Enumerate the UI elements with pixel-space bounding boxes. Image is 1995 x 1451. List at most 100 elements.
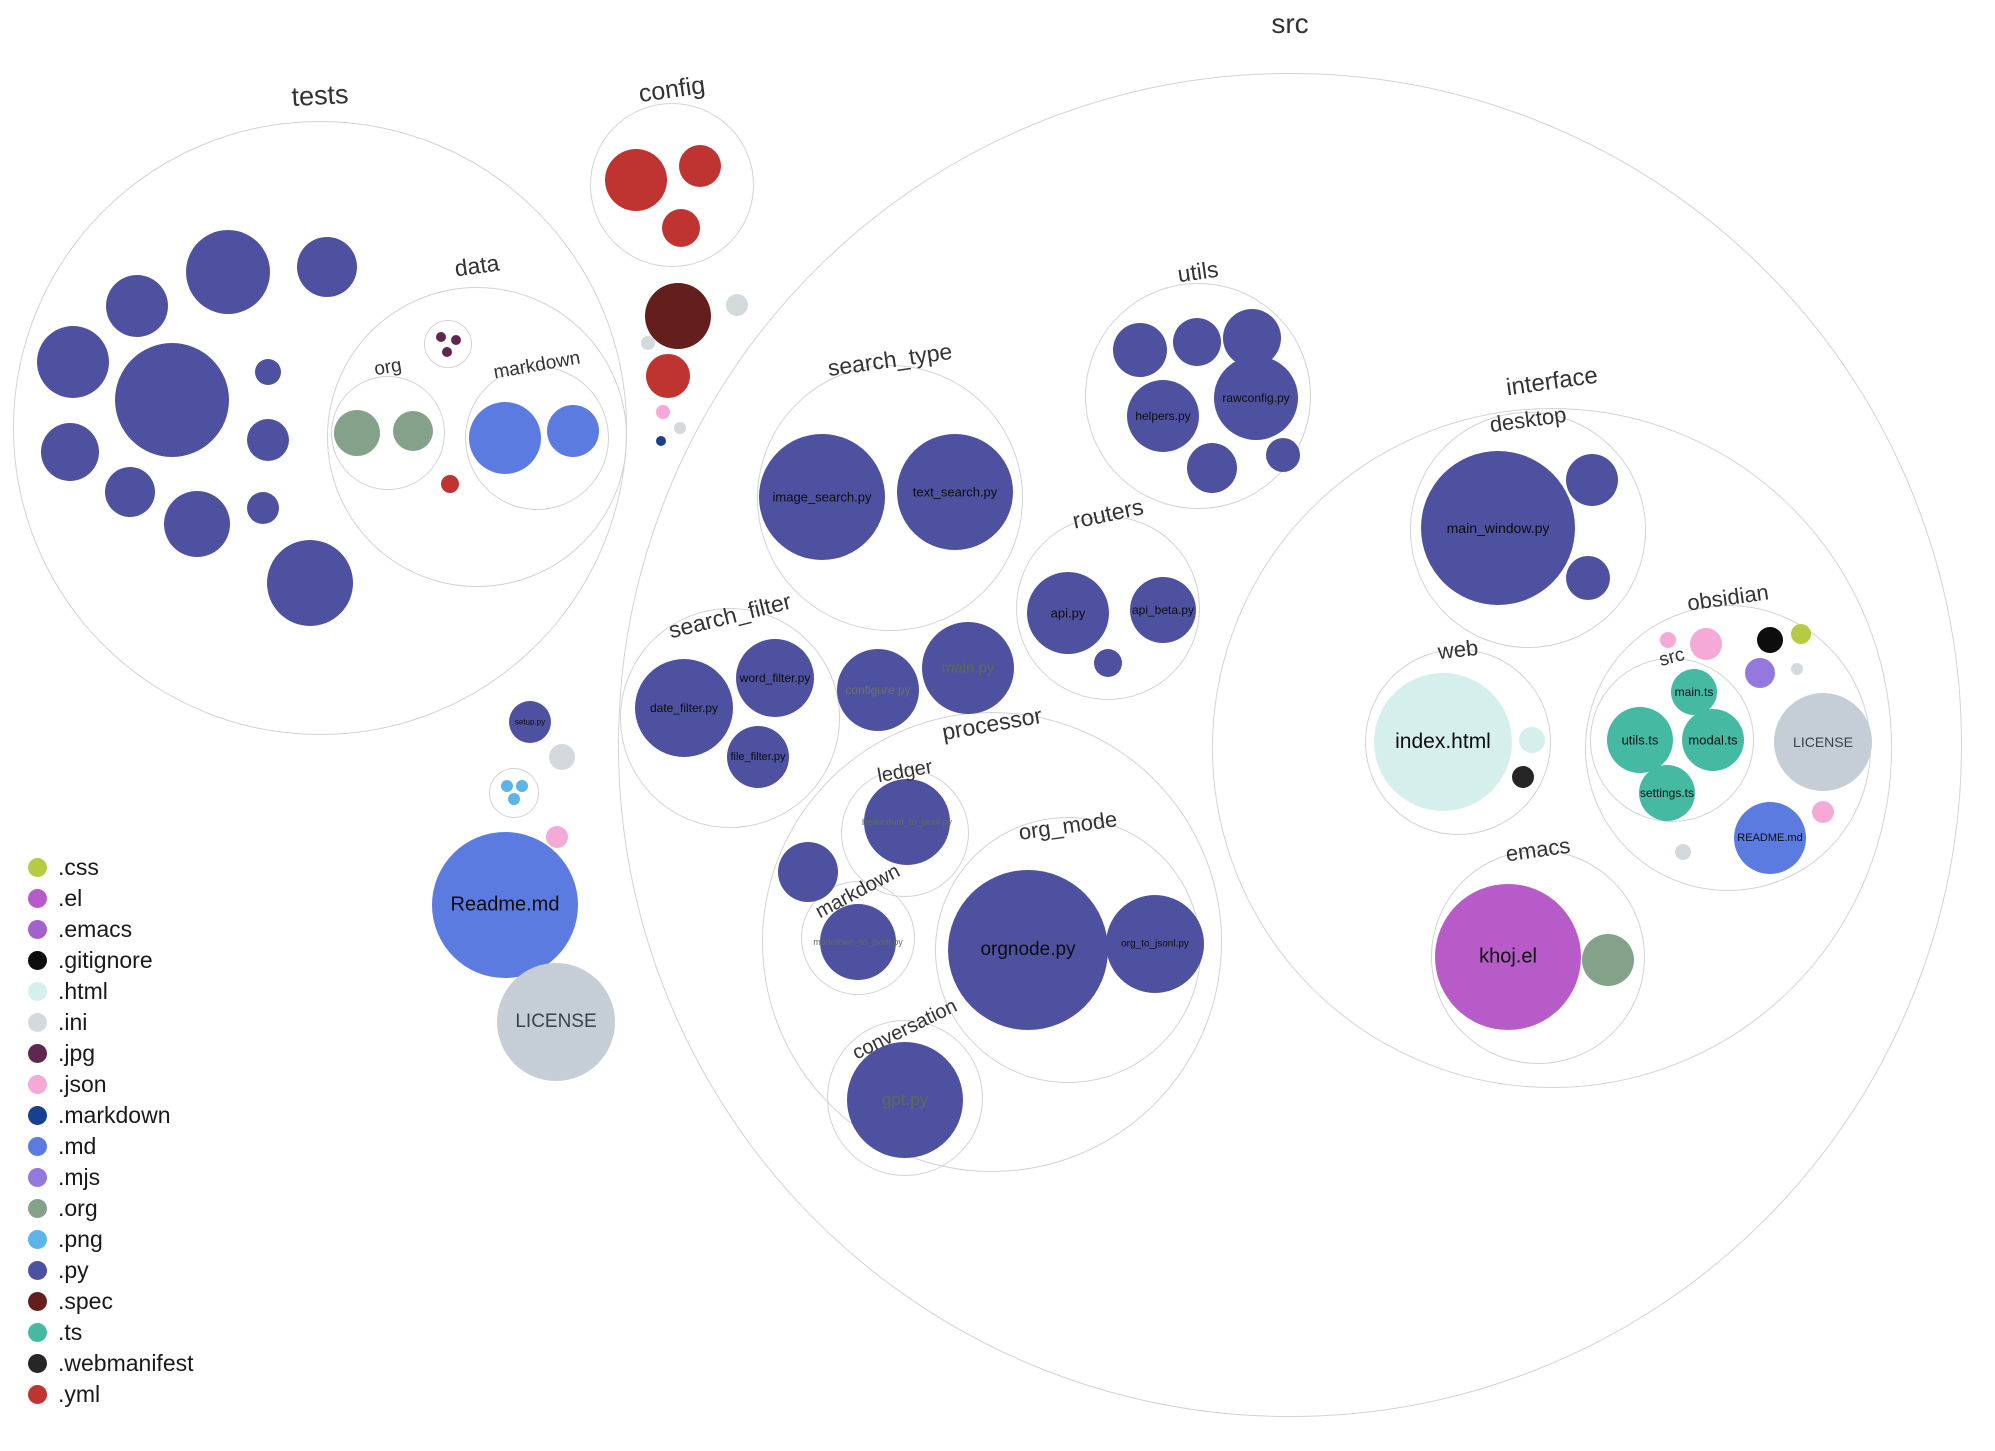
folder-circle-processor[interactable] — [762, 712, 1222, 1172]
file-circle-tests-py-6[interactable] — [255, 359, 281, 385]
file-circle-tests-py-5[interactable] — [115, 343, 229, 457]
file-circle-api_beta.py[interactable] — [1130, 577, 1196, 643]
file-circle-image_search.py[interactable] — [759, 434, 885, 560]
file-circle-emacs-org-1[interactable] — [1582, 934, 1634, 986]
file-circle-root-ini-3[interactable] — [674, 422, 686, 434]
file-circle-gpt.py[interactable] — [847, 1042, 963, 1158]
folder-circle-org[interactable] — [331, 376, 445, 490]
file-circle-tests-py-2[interactable] — [106, 275, 168, 337]
file-circle-org_to_jsonl.py[interactable] — [1106, 895, 1204, 993]
folder-circle-src-obsidian[interactable] — [1590, 658, 1754, 822]
file-circle-configure.py[interactable] — [837, 649, 919, 731]
file-circle-modal.ts[interactable] — [1682, 709, 1744, 771]
folder-circle-markdown-processor[interactable] — [801, 881, 915, 995]
folder-circle-search_type[interactable] — [757, 365, 1023, 631]
file-circle-tests-py-10[interactable] — [164, 491, 230, 557]
file-circle-markdown_to_jsonl.py[interactable] — [820, 904, 896, 980]
file-circle-tests-py-1[interactable] — [186, 230, 270, 314]
file-circle-root-spec[interactable] — [645, 283, 711, 349]
file-circle-config-yml-3[interactable] — [662, 209, 700, 247]
file-circle-obsidian-json-1[interactable] — [1690, 628, 1722, 660]
file-circle-helpers.py[interactable] — [1127, 380, 1199, 452]
file-circle-data-md-2[interactable] — [547, 405, 599, 457]
file-circle-orgnode.py[interactable] — [948, 870, 1108, 1030]
file-circle-khoj.el[interactable] — [1435, 884, 1581, 1030]
file-circle-utils.ts[interactable] — [1607, 707, 1673, 773]
file-circle-config-yml-2[interactable] — [679, 145, 721, 187]
file-circle-LICENSE[interactable] — [497, 963, 615, 1081]
file-circle-utils-py-5[interactable] — [1266, 438, 1300, 472]
file-circle-root-yml[interactable] — [646, 354, 690, 398]
folder-circle-ledger[interactable] — [841, 769, 969, 897]
folder-circle-desktop[interactable] — [1410, 412, 1646, 648]
file-circle-root-png-2[interactable] — [516, 780, 528, 792]
file-circle-main.py[interactable] — [922, 622, 1014, 714]
file-circle-README.md[interactable] — [1734, 802, 1806, 874]
file-circle-index.html[interactable] — [1374, 673, 1512, 811]
file-circle-text_search.py[interactable] — [897, 434, 1013, 550]
file-circle-data-org-2[interactable] — [393, 411, 433, 451]
file-circle-setup.py[interactable] — [509, 701, 551, 743]
file-circle-utils-py-4[interactable] — [1187, 443, 1237, 493]
file-circle-data-jpg-2[interactable] — [451, 335, 461, 345]
file-circle-obsidian-mjs[interactable] — [1745, 658, 1775, 688]
file-circle-obsidian-json-2[interactable] — [1660, 632, 1676, 648]
folder-circle-src[interactable] — [618, 73, 1962, 1417]
file-circle-processor-py-1[interactable] — [778, 842, 838, 902]
file-circle-obsidian-css[interactable] — [1791, 624, 1811, 644]
file-circle-root-png-3[interactable] — [508, 793, 520, 805]
file-circle-root-png-1[interactable] — [501, 780, 513, 792]
file-circle-word_filter.py[interactable] — [736, 639, 814, 717]
file-circle-data-jpg-3[interactable] — [442, 347, 452, 357]
file-circle-tests-py-12[interactable] — [267, 540, 353, 626]
file-circle-obsidian-json-3[interactable] — [1812, 801, 1834, 823]
file-circle-tests-py-7[interactable] — [41, 423, 99, 481]
file-circle-tests-py-11[interactable] — [247, 492, 279, 524]
file-circle-data-org-1[interactable] — [334, 410, 380, 456]
file-circle-tests-py-3[interactable] — [297, 237, 357, 297]
file-circle-date_filter.py[interactable] — [635, 659, 733, 757]
file-circle-root-json-2[interactable] — [546, 826, 568, 848]
folder-circle-routers[interactable] — [1016, 516, 1200, 700]
folder-circle-config[interactable] — [590, 103, 754, 267]
folder-circle-png-cluster[interactable] — [489, 768, 539, 818]
file-circle-data-md-1[interactable] — [469, 402, 541, 474]
file-circle-web-html-1[interactable] — [1519, 727, 1545, 753]
file-circle-data-jpg-1[interactable] — [436, 332, 446, 342]
file-circle-file_filter.py[interactable] — [727, 726, 789, 788]
file-circle-root-ini-2[interactable] — [641, 336, 655, 350]
file-circle-obsidian-ini-2[interactable] — [1675, 844, 1691, 860]
file-circle-root-ini-4[interactable] — [549, 744, 575, 770]
file-circle-settings.ts[interactable] — [1639, 765, 1695, 821]
folder-circle-emacs[interactable] — [1431, 850, 1645, 1064]
folder-circle-search_filter[interactable] — [620, 608, 840, 828]
folder-circle-data[interactable] — [327, 287, 627, 587]
file-circle-utils-py-2[interactable] — [1173, 318, 1221, 366]
file-circle-tests-py-9[interactable] — [247, 419, 289, 461]
file-circle-LICENSE-obsidian[interactable] — [1774, 693, 1872, 791]
file-circle-root-ini-1[interactable] — [726, 294, 748, 316]
file-circle-tests-py-4[interactable] — [37, 326, 109, 398]
file-circle-Readme.md[interactable] — [432, 832, 578, 978]
folder-circle-interface[interactable] — [1212, 408, 1892, 1088]
file-circle-utils-py-1[interactable] — [1113, 323, 1167, 377]
folder-circle-jpg-cluster[interactable] — [424, 320, 472, 368]
file-circle-desktop-py-2[interactable] — [1566, 556, 1610, 600]
file-circle-routers-py-1[interactable] — [1094, 649, 1122, 677]
file-circle-root-json-1[interactable] — [656, 405, 670, 419]
file-circle-obsidian-ini-1[interactable] — [1791, 663, 1803, 675]
file-circle-web-webmanifest[interactable] — [1512, 766, 1534, 788]
file-circle-api.py[interactable] — [1027, 572, 1109, 654]
file-circle-rawconfig.py[interactable] — [1214, 356, 1298, 440]
folder-circle-conversation[interactable] — [827, 1020, 983, 1176]
folder-circle-utils[interactable] — [1085, 283, 1311, 509]
file-circle-beancount_to_jsonl.py[interactable] — [864, 779, 950, 865]
folder-circle-web[interactable] — [1365, 649, 1551, 835]
folder-circle-markdown-data[interactable] — [465, 366, 609, 510]
file-circle-main.ts[interactable] — [1671, 669, 1717, 715]
file-circle-root-markdown[interactable] — [656, 436, 666, 446]
file-circle-desktop-py-1[interactable] — [1566, 454, 1618, 506]
file-circle-main_window.py[interactable] — [1421, 451, 1575, 605]
file-circle-config-yml-1[interactable] — [605, 149, 667, 211]
file-circle-tests-py-8[interactable] — [105, 467, 155, 517]
